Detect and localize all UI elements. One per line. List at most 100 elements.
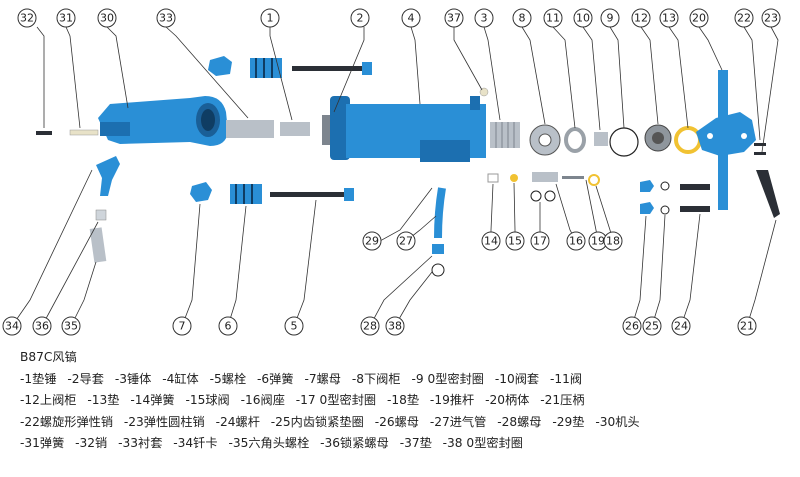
legend-item: -4缸体 <box>162 371 199 386</box>
callout-27: 27 <box>396 231 416 251</box>
svg-text:22: 22 <box>737 12 751 25</box>
svg-text:37: 37 <box>447 12 461 25</box>
svg-text:18: 18 <box>606 235 620 248</box>
svg-text:31: 31 <box>59 12 73 25</box>
part-valve-sleeve-10 <box>594 132 608 146</box>
callout-4: 4 <box>401 8 421 28</box>
part-bolt-top-head <box>362 62 372 75</box>
part-collet-34 <box>96 156 120 196</box>
callout-37: 37 <box>444 8 464 28</box>
legend-item: -23弹性圆柱销 <box>123 414 205 429</box>
legend-item: -14弹簧 <box>130 393 175 407</box>
legend-item: -13垫 <box>87 393 120 407</box>
callout-32: 32 <box>17 8 37 28</box>
svg-text:33: 33 <box>159 12 173 25</box>
svg-text:30: 30 <box>100 12 114 25</box>
callout-1: 1 <box>260 8 280 28</box>
legend-item: -20柄体 <box>485 393 530 407</box>
callout-22: 22 <box>734 8 754 28</box>
part-spring-14 <box>487 173 499 183</box>
legend-item: -18垫 <box>386 393 420 407</box>
legend-item: -31弹簧 <box>20 436 65 450</box>
callout-38: 38 <box>385 316 405 336</box>
part-ball-15 <box>510 174 518 182</box>
part-rod-19 <box>562 176 584 179</box>
legend-item: -10阀套 <box>494 371 540 386</box>
callout-35: 35 <box>61 316 81 336</box>
callout-15: 15 <box>505 231 525 251</box>
svg-text:9: 9 <box>607 12 614 25</box>
svg-text:23: 23 <box>764 12 778 25</box>
callout-9: 9 <box>600 8 620 28</box>
part-lever-21 <box>756 170 780 218</box>
legend-title: B87C风镐 <box>20 350 77 364</box>
svg-text:3: 3 <box>481 12 488 25</box>
legend-row-3: -22螺旋形弹性销 -23弹性圆柱销 -24螺杆 -25内齿锁紧垫圈 -26螺母… <box>20 412 790 434</box>
callout-10: 10 <box>573 8 593 28</box>
callout-5: 5 <box>284 316 304 336</box>
callout-13: 13 <box>659 8 679 28</box>
part-nut-26a <box>640 180 654 192</box>
legend-item: -2导套 <box>67 371 104 386</box>
legend-row-1: -1垫锤 -2导套 -3锤体 -4缸体 -5螺栓 -6弹簧 -7螺母 -8下阀柜… <box>20 369 790 391</box>
svg-text:29: 29 <box>365 235 379 248</box>
legend-item: -30机头 <box>595 414 640 429</box>
part-spring-6 <box>230 184 262 204</box>
callout-17: 17 <box>530 231 550 251</box>
callout-25: 25 <box>642 316 662 336</box>
legend-item: -3锤体 <box>114 371 152 386</box>
svg-text:6: 6 <box>225 320 232 333</box>
callout-20: 20 <box>689 8 709 28</box>
svg-text:14: 14 <box>484 235 498 248</box>
callout-30: 30 <box>97 8 117 28</box>
part-oring-9 <box>609 127 639 157</box>
legend-row-4: -31弹簧 -32销 -33衬套 -34钎卡 -35六角头螺栓 -36锁紧螺母 … <box>20 433 790 455</box>
callout-21: 21 <box>737 316 757 336</box>
legend-item: -25内齿锁紧垫圈 <box>270 414 364 429</box>
legend-item: -7螺母 <box>304 371 341 386</box>
callout-14: 14 <box>481 231 501 251</box>
part-bolt-5 <box>270 192 346 197</box>
part-seat-16 <box>532 172 558 182</box>
part-washer-13 <box>674 126 702 154</box>
svg-text:5: 5 <box>291 320 298 333</box>
svg-text:11: 11 <box>546 12 560 25</box>
parts-legend: B87C风镐 -1垫锤 -2导套 -3锤体 -4缸体 -5螺栓 -6弹簧 -7螺… <box>20 347 790 455</box>
svg-text:21: 21 <box>740 320 754 333</box>
legend-item: -22螺旋形弹性销 <box>20 414 114 429</box>
callout-24: 24 <box>671 316 691 336</box>
callout-6: 6 <box>218 316 238 336</box>
legend-item: -12上阀柜 <box>20 393 77 407</box>
legend-item: -19推杆 <box>429 393 475 407</box>
part-nut-7 <box>190 182 212 202</box>
svg-text:15: 15 <box>508 235 522 248</box>
svg-text:2: 2 <box>357 12 364 25</box>
svg-text:36: 36 <box>35 320 49 333</box>
svg-text:24: 24 <box>674 320 688 333</box>
part-handle-20 <box>696 70 756 210</box>
part-bushing-33 <box>226 120 274 138</box>
part-bolt-35 <box>89 227 107 263</box>
part-lockwasher-25b <box>660 205 670 215</box>
part-nut-28 <box>432 244 444 254</box>
legend-item: -29垫 <box>552 414 585 429</box>
legend-item: -37垫 <box>399 436 432 450</box>
legend-item: -38 0型密封圈 <box>442 436 523 450</box>
svg-text:25: 25 <box>645 320 659 333</box>
legend-item: -17 0型密封圈 <box>295 393 377 407</box>
callout-33: 33 <box>156 8 176 28</box>
callout-23: 23 <box>761 8 781 28</box>
svg-text:13: 13 <box>662 12 676 25</box>
legend-item: -21压柄 <box>540 393 585 407</box>
part-valve-11 <box>564 127 586 153</box>
part-head-30 <box>98 96 228 146</box>
part-washer-18 <box>588 174 600 186</box>
svg-text:8: 8 <box>519 12 526 25</box>
svg-text:19: 19 <box>591 235 605 248</box>
svg-text:27: 27 <box>399 235 413 248</box>
part-bolt-top <box>292 66 364 71</box>
part-intake-27 <box>434 187 446 239</box>
callout-36: 36 <box>32 316 52 336</box>
legend-item: -34钎卡 <box>173 436 218 450</box>
legend-item: -36锁紧螺母 <box>320 436 389 450</box>
